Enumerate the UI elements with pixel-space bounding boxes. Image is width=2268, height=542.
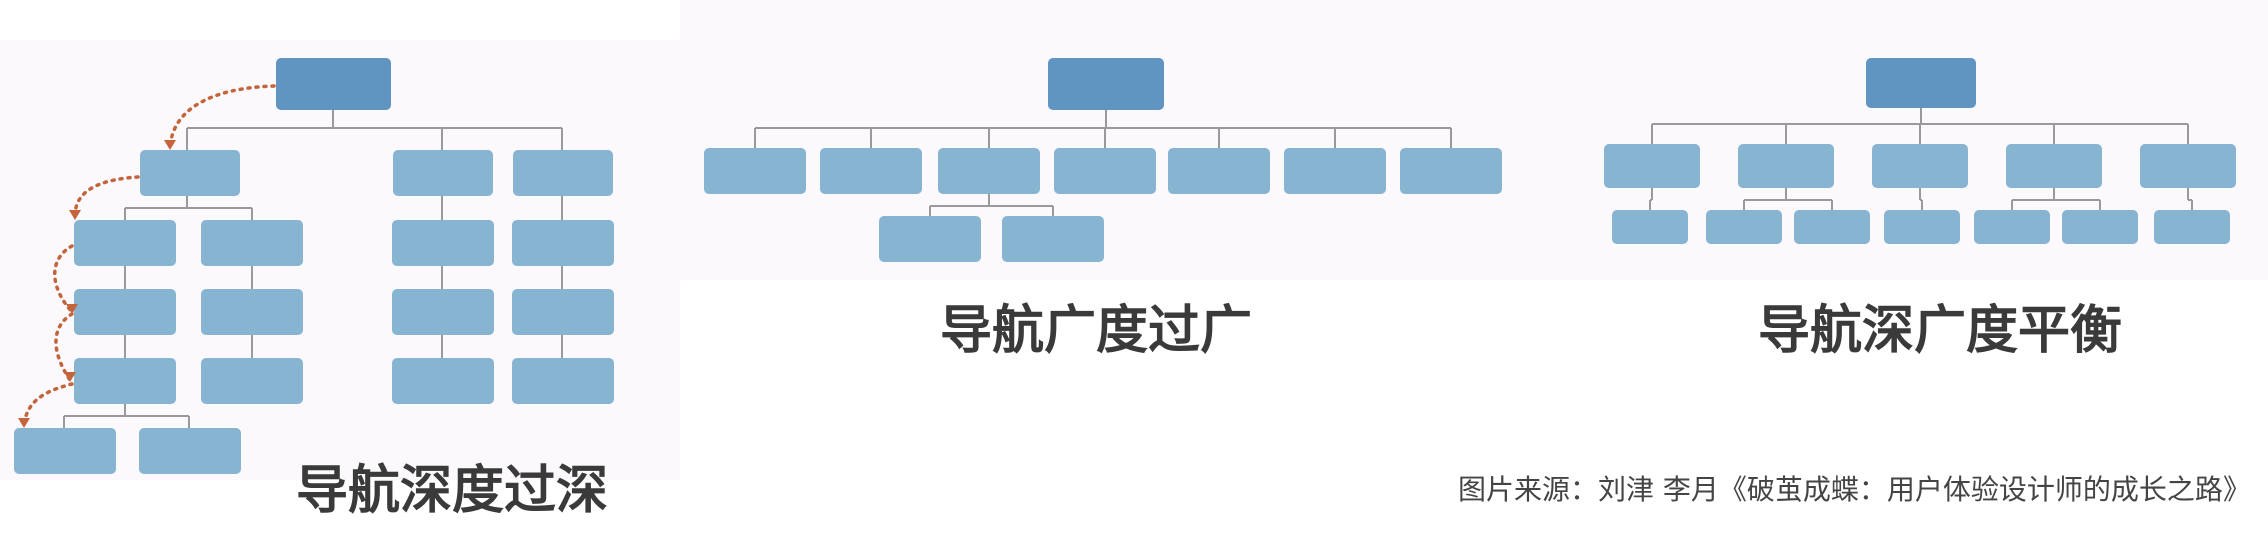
caption-too-wide: 导航广度过广 <box>940 301 1253 361</box>
deep-l1-node-0 <box>140 150 240 196</box>
deep-right-col-1-1 <box>512 220 614 266</box>
deep-left-col-b-0 <box>201 220 303 266</box>
bal-l1-node-2 <box>1872 144 1968 188</box>
bal-l2-node-3-1 <box>2062 210 2138 244</box>
tree-nodes <box>14 58 2236 474</box>
deep-l1-node-2 <box>513 150 613 196</box>
deep-left-col-b-2 <box>201 358 303 404</box>
traversal-arrow-2 <box>53 244 74 314</box>
bal-l2-node-4-0 <box>2154 210 2230 244</box>
traversal-arrow-3 <box>54 312 74 382</box>
traversal-arrowhead-2 <box>66 304 78 314</box>
wide-l1-node-5 <box>1284 148 1386 194</box>
wide-l1-node-0 <box>704 148 806 194</box>
deep-left-col-a-2 <box>74 358 176 404</box>
wide-root-node <box>1048 58 1164 110</box>
bal-l2-node-0-0 <box>1612 210 1688 244</box>
bal-l1-node-1 <box>1738 144 1834 188</box>
depth-traversal-arrows <box>18 84 276 428</box>
wide-l2-node-0 <box>879 216 981 262</box>
bal-l2-node-2-0 <box>1884 210 1960 244</box>
bal-l1-node-0 <box>1604 144 1700 188</box>
image-source-credit: 图片来源：刘津 李月《破茧成蝶：用户体验设计师的成长之路》 <box>1458 473 2251 506</box>
wide-l1-node-4 <box>1168 148 1270 194</box>
caption-too-deep: 导航深度过深 <box>296 461 609 521</box>
bal-l2-node-1-0 <box>1706 210 1782 244</box>
deep-root-node <box>276 58 391 110</box>
panel-too-wide-background <box>680 0 1540 280</box>
bal-root-node <box>1866 58 1976 108</box>
deep-right-col-1-3 <box>512 358 614 404</box>
bal-l1-node-3 <box>2006 144 2102 188</box>
bal-l1-node-4 <box>2140 144 2236 188</box>
deep-left-col-b-1 <box>201 289 303 335</box>
bal-l2-node-3-0 <box>1974 210 2050 244</box>
deep-right-col-0-1 <box>392 220 494 266</box>
wide-l1-node-2 <box>938 148 1040 194</box>
bal-l2-node-1-1 <box>1794 210 1870 244</box>
traversal-arrowhead-1 <box>69 210 81 220</box>
traversal-arrowhead-3 <box>64 372 76 382</box>
caption-balanced: 导航深广度平衡 <box>1758 301 2123 361</box>
deep-right-col-0-2 <box>392 289 494 335</box>
tree-connectors <box>63 108 2193 428</box>
traversal-arrowhead-0 <box>164 140 176 150</box>
wide-l1-node-1 <box>820 148 922 194</box>
wide-l1-node-3 <box>1054 148 1156 194</box>
deep-right-col-1-2 <box>512 289 614 335</box>
deep-l5-node-1 <box>139 428 241 474</box>
deep-left-col-a-1 <box>74 289 176 335</box>
wide-l1-node-6 <box>1400 148 1502 194</box>
deep-left-col-a-0 <box>74 220 176 266</box>
deep-l1-node-1 <box>393 150 493 196</box>
deep-right-col-0-3 <box>392 358 494 404</box>
traversal-arrow-0 <box>168 84 276 150</box>
deep-l5-node-0 <box>14 428 116 474</box>
wide-l2-node-1 <box>1002 216 1104 262</box>
traversal-arrowhead-4 <box>18 418 30 428</box>
